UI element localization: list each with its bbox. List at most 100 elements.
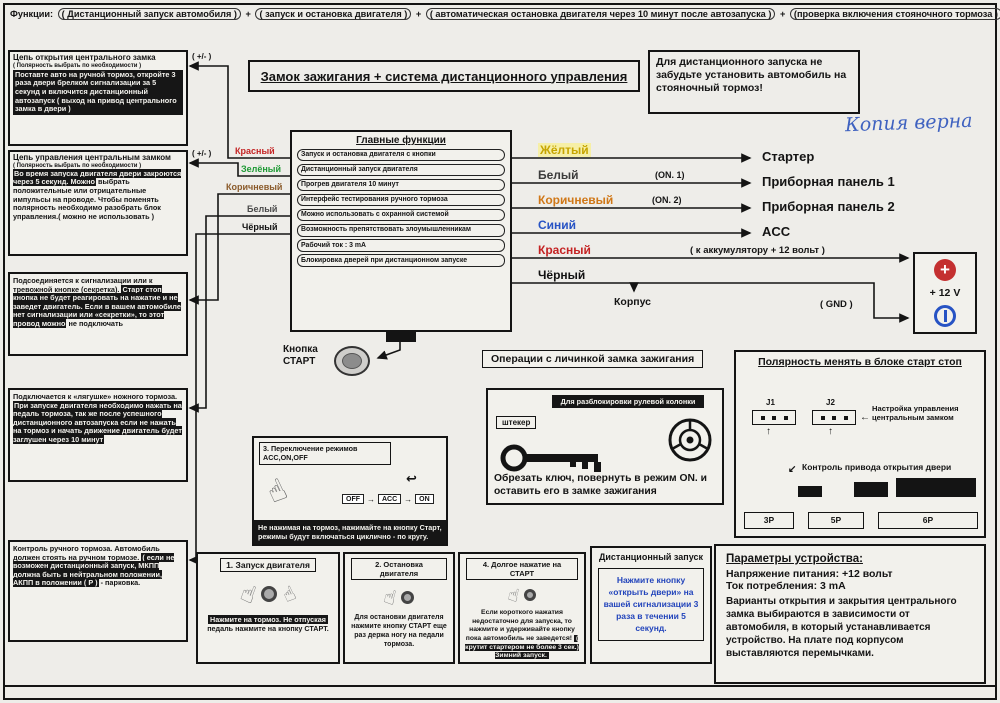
- target-starter: Стартер: [762, 149, 815, 164]
- step-stop-box: 2. Остановка двигателя ☝ Для остановки д…: [343, 552, 455, 664]
- lock-ops-instruction: Обрезать ключ, повернуть в режим ON. и о…: [494, 473, 707, 498]
- device-params-box: Параметры устройства: Напряжение питания…: [714, 544, 986, 684]
- pointing-hand-icon: ☝: [278, 580, 300, 608]
- main-box-title: Главные функции: [356, 135, 446, 146]
- right-arrow-icon: →: [404, 494, 413, 504]
- mode-acc: ACC: [378, 494, 402, 504]
- box-body: Во время запуска двигателя двери закроют…: [13, 168, 183, 222]
- box-title: Цепь управления центральным замком: [13, 153, 171, 162]
- target-dash-panel-2: Приборная панель 2: [762, 199, 895, 214]
- up-arrow-icon: ↑: [828, 426, 833, 437]
- wire-label-blue: Синий: [538, 218, 577, 232]
- central-lock-open-box: Цепь открытия центрального замка ( Поляр…: [8, 50, 188, 146]
- lock-ops-box: штекер Для разблокировки рулевой колонки…: [486, 388, 724, 505]
- function-row: Прогрев двигателя 10 минут: [297, 178, 505, 192]
- alarm-connection-box: Подсоединяется к сигнализации или к трев…: [8, 272, 188, 356]
- header-functions: Функции: ( Дистанционный запуск автомоби…: [10, 8, 1000, 20]
- box-title: Цепь открытия центрального замка: [13, 53, 156, 62]
- main-functions-box: Главные функции Запуск и остановка двига…: [290, 130, 512, 332]
- wire-label-green: Зелёный: [241, 164, 282, 174]
- copy-note: Копия верна: [844, 109, 973, 137]
- right-arrow-icon: →: [367, 494, 375, 504]
- box-body-highlight: При запуске двигателя необходимо нажать …: [13, 400, 182, 445]
- step-long-press-box: 4. Долгое нажатие на СТАРТ ☝ Если коротк…: [458, 552, 586, 664]
- step-body: Нажмите на тормоз. Не отпуская педаль на…: [198, 614, 338, 635]
- box-body-lead: Подключается к «лягушке» ножного тормоза…: [13, 392, 178, 401]
- lock-ops-title: Операции с личинкой замка зажигания: [482, 350, 704, 368]
- battery-plus-icon: +: [934, 259, 956, 281]
- wire-label-white: Белый: [247, 204, 278, 214]
- step-body-rest: Если короткого нажатия недостаточно для …: [465, 609, 575, 643]
- box-body-lead: Контроль ручного тормоза. Автомобиль дол…: [13, 544, 160, 562]
- door-open-control-note: Контроль привода открытия двери: [802, 462, 952, 472]
- mode-chips: OFF → ACC → ON: [342, 494, 434, 504]
- polarity-title: Полярность менять в блоке старт стоп: [758, 356, 962, 368]
- j1-connector-icon: [752, 410, 796, 425]
- step-title: 4. Долгое нажатие на СТАРТ: [466, 558, 578, 580]
- plug-label: штекер: [496, 416, 537, 429]
- step-start-box: 1. Запуск двигателя ☝ ☝ Нажмите на тормо…: [196, 552, 340, 664]
- params-voltage: Напряжение питания: +12 вольт: [726, 568, 893, 580]
- box-body: Поставте авто на ручной тормоз, откройте…: [13, 69, 183, 115]
- brake-switch-box: Подключается к «лягушке» ножного тормоза…: [8, 388, 188, 482]
- pointing-hand-icon: ☝: [381, 583, 399, 611]
- box-subtitle: ( Полярность выбрать по необходимости ): [13, 62, 142, 69]
- up-arrow-icon: ↑: [766, 426, 771, 437]
- diagram-title-box: Замок зажигания + система дистанционного…: [248, 60, 640, 92]
- function-row: Блокировка дверей при дистанционном запу…: [297, 254, 505, 267]
- wire-label-white: Белый: [538, 168, 579, 182]
- target-battery-note: ( к аккумулятору + 12 вольт ): [688, 245, 827, 256]
- mode-on: ON: [415, 494, 434, 504]
- handbrake-control-box: Контроль ручного тормоза. Автомобиль дол…: [8, 540, 188, 642]
- wire-label-black: Чёрный: [538, 268, 586, 282]
- pointing-hand-icon: ☝: [236, 578, 260, 610]
- polarity-label: ( +/- ): [192, 52, 212, 61]
- central-lock-setup-note: Настройка управления центральным замком: [872, 404, 959, 423]
- function-row: Дистанционный запуск двигателя: [297, 163, 505, 177]
- key-icon: [500, 444, 601, 472]
- box-subtitle: ( Полярность выбрать по необходимости ): [13, 162, 142, 169]
- j2-connector-icon: [812, 410, 856, 425]
- mode-switch-box: 3. Переключение режимов ACC,ON,OFF ☝ ↩ O…: [252, 436, 448, 546]
- pointing-hand-icon: ☝: [261, 471, 293, 512]
- pin-label-6p: 6P: [878, 512, 978, 529]
- mode-box-body: Не нажимая на тормоз, нажимайте на кнопк…: [254, 520, 446, 544]
- step-body-rest: педаль нажмите на кнопку СТАРТ.: [207, 624, 329, 634]
- wire-label-brown: Коричневый: [538, 193, 614, 207]
- remote-start-body: Нажмите кнопку «открыть двери» на вашей …: [598, 568, 704, 642]
- params-current: Ток потребления: 3 mA: [726, 580, 846, 592]
- button-icon: [261, 586, 278, 602]
- central-lock-control-box: Цепь управления центральным замком ( Пол…: [8, 150, 188, 256]
- pin-label-3p: 3P: [744, 512, 794, 529]
- polarity-label: ( +/- ): [192, 149, 212, 158]
- pointing-hand-icon: ☝: [505, 583, 522, 607]
- box-body: Подсоединяется к сигнализации или к трев…: [13, 276, 183, 329]
- box-body: Подключается к «лягушке» ножного тормоза…: [13, 392, 183, 445]
- button-icon: [523, 589, 536, 601]
- params-body: Варианты открытия и закрытия центральног…: [726, 596, 957, 659]
- wire-label-yellow: Жёлтый: [538, 143, 591, 157]
- start-button-label: Кнопка СТАРТ: [283, 344, 318, 368]
- jumper-bar-icon: [798, 486, 822, 497]
- function-item: ( автоматическая остановка двигателя чер…: [425, 8, 776, 20]
- target-ground-body: Корпус: [614, 296, 651, 308]
- wire-label-black: Чёрный: [242, 222, 278, 232]
- start-button-label-line2: СТАРТ: [283, 356, 316, 367]
- step-illustration: ☝: [460, 582, 584, 608]
- wire-label-red: Красный: [235, 146, 275, 156]
- function-row: Запуск и остановка двигателя с кнопки: [297, 148, 505, 162]
- mode-off: OFF: [342, 494, 364, 504]
- function-row: Возможность препятствовать злоумышленник…: [297, 223, 505, 237]
- target-acc: ACC: [762, 224, 791, 239]
- diagram-title: Замок зажигания + система дистанционного…: [260, 68, 628, 84]
- j2-label: J2: [826, 398, 835, 407]
- function-item: ( запуск и остановка двигателя ): [255, 8, 412, 20]
- mode-box-title: 3. Переключение режимов ACC,ON,OFF: [259, 442, 391, 466]
- start-button-icon: [334, 346, 370, 376]
- step-body: Для остановки двигателя нажмите кнопку С…: [351, 614, 447, 649]
- j1-label: J1: [766, 398, 775, 407]
- on2-note: (ON. 2): [652, 195, 682, 205]
- target-dash-panel-1: Приборная панель 1: [762, 174, 895, 189]
- ground-icon: [934, 305, 956, 327]
- jumper-bar-icon: [854, 482, 888, 497]
